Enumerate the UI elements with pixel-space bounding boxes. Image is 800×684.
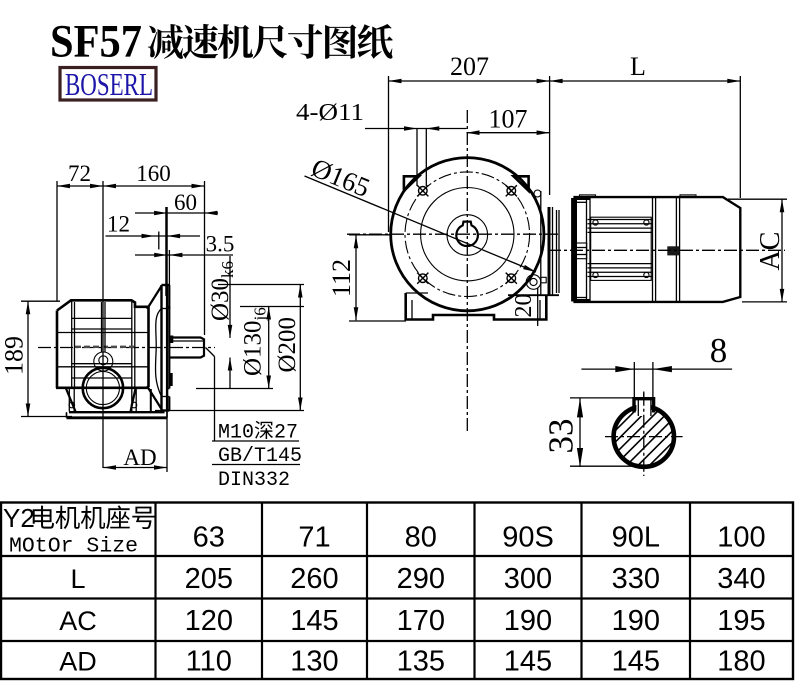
svg-text:300: 300 — [504, 563, 552, 595]
svg-text:170: 170 — [397, 605, 445, 637]
svg-text:12: 12 — [107, 212, 130, 237]
svg-text:135: 135 — [397, 646, 445, 678]
svg-text:DIN332: DIN332 — [218, 469, 290, 492]
svg-text:130: 130 — [290, 646, 338, 678]
svg-text:AC: AC — [755, 232, 786, 271]
svg-text:290: 290 — [397, 563, 445, 595]
svg-text:AD: AD — [59, 647, 97, 677]
svg-text:BOSERL: BOSERL — [65, 66, 153, 102]
svg-text:27: 27 — [274, 422, 298, 445]
svg-text:20: 20 — [511, 294, 537, 318]
svg-text:AC: AC — [59, 606, 97, 636]
svg-text:330: 330 — [612, 563, 660, 595]
svg-text:195: 195 — [717, 605, 765, 637]
svg-text:340: 340 — [717, 563, 765, 595]
svg-text:112: 112 — [327, 259, 356, 297]
svg-text:4-Ø11: 4-Ø11 — [296, 100, 364, 126]
svg-text:160: 160 — [136, 161, 171, 186]
svg-text:GB/T145: GB/T145 — [218, 445, 302, 468]
svg-text:8: 8 — [710, 331, 728, 370]
svg-text:AD: AD — [123, 445, 156, 470]
svg-text:80: 80 — [405, 521, 437, 553]
svg-text:3.5: 3.5 — [206, 232, 235, 257]
svg-text:145: 145 — [290, 605, 338, 637]
svg-text:100: 100 — [717, 521, 765, 553]
svg-text:145: 145 — [504, 646, 552, 678]
svg-text:145: 145 — [612, 646, 660, 678]
svg-text:190: 190 — [504, 605, 552, 637]
svg-text:SF57: SF57 — [50, 16, 142, 68]
svg-text:Y2: Y2 — [3, 503, 35, 533]
svg-text:120: 120 — [185, 605, 233, 637]
svg-text:190: 190 — [612, 605, 660, 637]
svg-text:90L: 90L — [612, 521, 660, 553]
svg-text:MOtOr Size: MOtOr Size — [9, 535, 138, 559]
svg-text:71: 71 — [298, 521, 330, 553]
svg-text:180: 180 — [717, 646, 765, 678]
svg-text:L: L — [70, 564, 85, 594]
svg-text:260: 260 — [290, 563, 338, 595]
svg-text:110: 110 — [186, 646, 232, 678]
svg-text:60: 60 — [174, 190, 197, 215]
svg-text:L: L — [630, 52, 646, 81]
svg-text:207: 207 — [450, 52, 489, 81]
svg-text:107: 107 — [489, 105, 528, 134]
svg-text:90S: 90S — [502, 521, 554, 553]
svg-text:72: 72 — [68, 161, 91, 186]
svg-text:205: 205 — [185, 563, 233, 595]
svg-text:Ø200: Ø200 — [274, 317, 301, 373]
svg-text:Ø130j6: Ø130j6 — [240, 307, 270, 376]
svg-text:63: 63 — [193, 521, 225, 553]
svg-text:189: 189 — [0, 336, 29, 375]
svg-text:33: 33 — [542, 419, 581, 454]
svg-text:M10: M10 — [218, 422, 254, 445]
